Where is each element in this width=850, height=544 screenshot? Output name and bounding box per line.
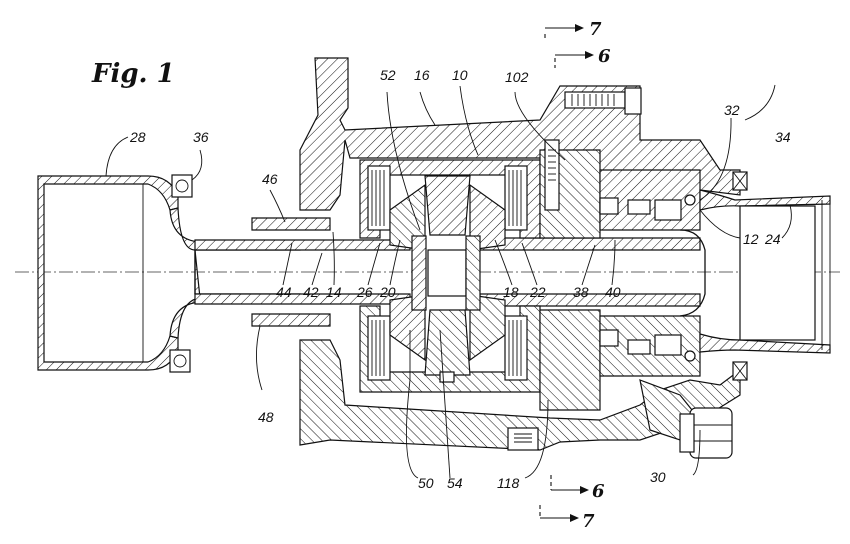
ref-32: 32: [724, 102, 740, 118]
left-clutch-pack-top: [367, 165, 391, 231]
reference-numerals: 28 36 46 52 16 10 102 32 34 12 24 44 42 …: [129, 67, 791, 491]
svg-text:6: 6: [592, 481, 605, 502]
ref-24: 24: [764, 231, 781, 247]
ref-44: 44: [276, 284, 292, 300]
ref-36: 36: [193, 129, 209, 145]
right-clutch-pack-bottom: [504, 315, 528, 381]
hydraulic-fitting: [639, 379, 733, 459]
ref-54: 54: [447, 475, 463, 491]
bevel-gears: [389, 175, 506, 383]
section-marker-bottom-7: 7: [539, 505, 595, 532]
ref-22: 22: [529, 284, 546, 300]
ref-50: 50: [418, 475, 434, 491]
leader-lines: [105, 84, 792, 479]
section-marker-bottom-6: 6: [550, 475, 605, 502]
ref-52: 52: [380, 67, 396, 83]
right-output-hub: [679, 171, 831, 381]
figure-title: Fig. 1: [91, 59, 175, 89]
ref-16: 16: [414, 67, 430, 83]
left-hub-flange: [37, 175, 301, 371]
right-clutch-pack-top: [504, 165, 528, 231]
svg-text:7: 7: [589, 19, 602, 40]
ref-20: 20: [379, 284, 396, 300]
left-clutch-pack-bottom: [367, 315, 391, 381]
ref-118: 118: [497, 475, 520, 491]
svg-text:6: 6: [598, 46, 611, 67]
ref-18: 18: [503, 284, 519, 300]
ref-28: 28: [129, 129, 146, 145]
svg-text:7: 7: [582, 511, 595, 532]
ref-102: 102: [505, 69, 529, 85]
ref-38: 38: [573, 284, 589, 300]
ref-14: 14: [326, 284, 342, 300]
ref-30: 30: [650, 469, 666, 485]
left-bearing-bottom: [169, 349, 191, 373]
ref-26: 26: [356, 284, 373, 300]
left-bearing-top: [171, 174, 193, 198]
actuator-assembly: [539, 139, 701, 411]
ref-42: 42: [303, 284, 319, 300]
ref-40: 40: [605, 284, 621, 300]
ref-46: 46: [262, 171, 278, 187]
ref-12: 12: [743, 231, 759, 247]
section-marker-top-7: 7: [544, 19, 602, 40]
ref-48: 48: [258, 409, 274, 425]
section-marker-top-6: 6: [554, 46, 611, 68]
ref-34: 34: [775, 129, 791, 145]
ref-10: 10: [452, 67, 468, 83]
